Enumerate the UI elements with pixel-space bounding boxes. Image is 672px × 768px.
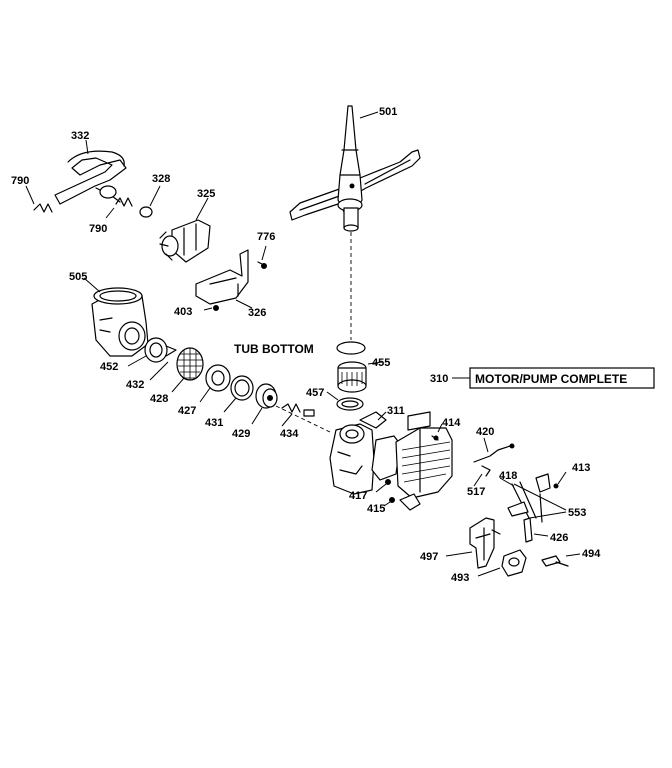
label-325: 325 xyxy=(197,188,215,200)
label-429: 429 xyxy=(232,428,250,440)
clip-517 xyxy=(473,465,491,487)
oring-328 xyxy=(139,185,161,218)
spray-arm-501 xyxy=(289,105,421,232)
label-776: 776 xyxy=(257,231,275,243)
label-431: 431 xyxy=(205,417,223,429)
label-434: 434 xyxy=(280,428,299,440)
impeller-429 xyxy=(251,383,278,425)
label-332: 332 xyxy=(71,130,89,142)
label-311: 311 xyxy=(387,405,405,417)
bracket-553 xyxy=(499,471,567,523)
label-328: 328 xyxy=(152,173,170,185)
rod-420 xyxy=(473,437,515,463)
tube-332 xyxy=(54,139,127,205)
label-420: 420 xyxy=(476,426,494,438)
spring-790-left xyxy=(25,185,53,213)
label-326: 326 xyxy=(248,307,266,319)
seal-434 xyxy=(275,403,331,433)
motor-311 xyxy=(377,411,453,511)
label-415: 415 xyxy=(367,503,385,515)
label-403: 403 xyxy=(174,306,192,318)
label-427: 427 xyxy=(178,405,196,417)
label-517: 517 xyxy=(467,486,485,498)
pump-body xyxy=(329,411,401,495)
label-414: 414 xyxy=(442,417,461,429)
label-505: 505 xyxy=(69,271,87,283)
label-457: 457 xyxy=(306,387,324,399)
impeller-455 xyxy=(337,361,383,393)
clamp-452 xyxy=(127,337,177,367)
part-426 xyxy=(523,517,549,543)
label-413: 413 xyxy=(572,462,590,474)
housing-505 xyxy=(83,277,149,357)
bracket-326 xyxy=(195,249,253,309)
screw-776 xyxy=(257,245,267,269)
screw-415 xyxy=(383,497,395,507)
strainer-428 xyxy=(171,347,204,393)
ring-431 xyxy=(223,375,254,413)
label-418: 418 xyxy=(499,470,517,482)
ring-457 xyxy=(326,391,364,411)
part-494 xyxy=(541,553,581,567)
label-motor-pump-complete: MOTOR/PUMP COMPLETE xyxy=(475,372,627,386)
label-426: 426 xyxy=(550,532,568,544)
label-452: 452 xyxy=(100,361,118,373)
label-432: 432 xyxy=(126,379,144,391)
bracket-497 xyxy=(445,517,501,569)
label-493: 493 xyxy=(451,572,469,584)
switch-493 xyxy=(477,549,527,577)
label-tub-bottom: TUB BOTTOM xyxy=(234,342,314,356)
label-790-left: 790 xyxy=(11,175,29,187)
screw-414 xyxy=(431,423,443,441)
label-417: 417 xyxy=(349,490,367,502)
label-790-right: 790 xyxy=(89,223,107,235)
valve-325 xyxy=(159,197,211,263)
label-553: 553 xyxy=(568,507,586,519)
part-432 xyxy=(149,361,169,381)
motor-pump-complete-callout xyxy=(452,367,655,389)
ring-427 xyxy=(199,364,231,403)
label-428: 428 xyxy=(150,393,168,405)
spring-790-right xyxy=(105,197,133,219)
label-455: 455 xyxy=(372,357,390,369)
label-494: 494 xyxy=(582,548,601,560)
seal-ring xyxy=(336,341,366,355)
screw-417 xyxy=(375,479,391,493)
label-497: 497 xyxy=(420,551,438,563)
label-501: 501 xyxy=(379,106,397,118)
screw-403 xyxy=(203,305,219,311)
label-310: 310 xyxy=(430,373,448,385)
